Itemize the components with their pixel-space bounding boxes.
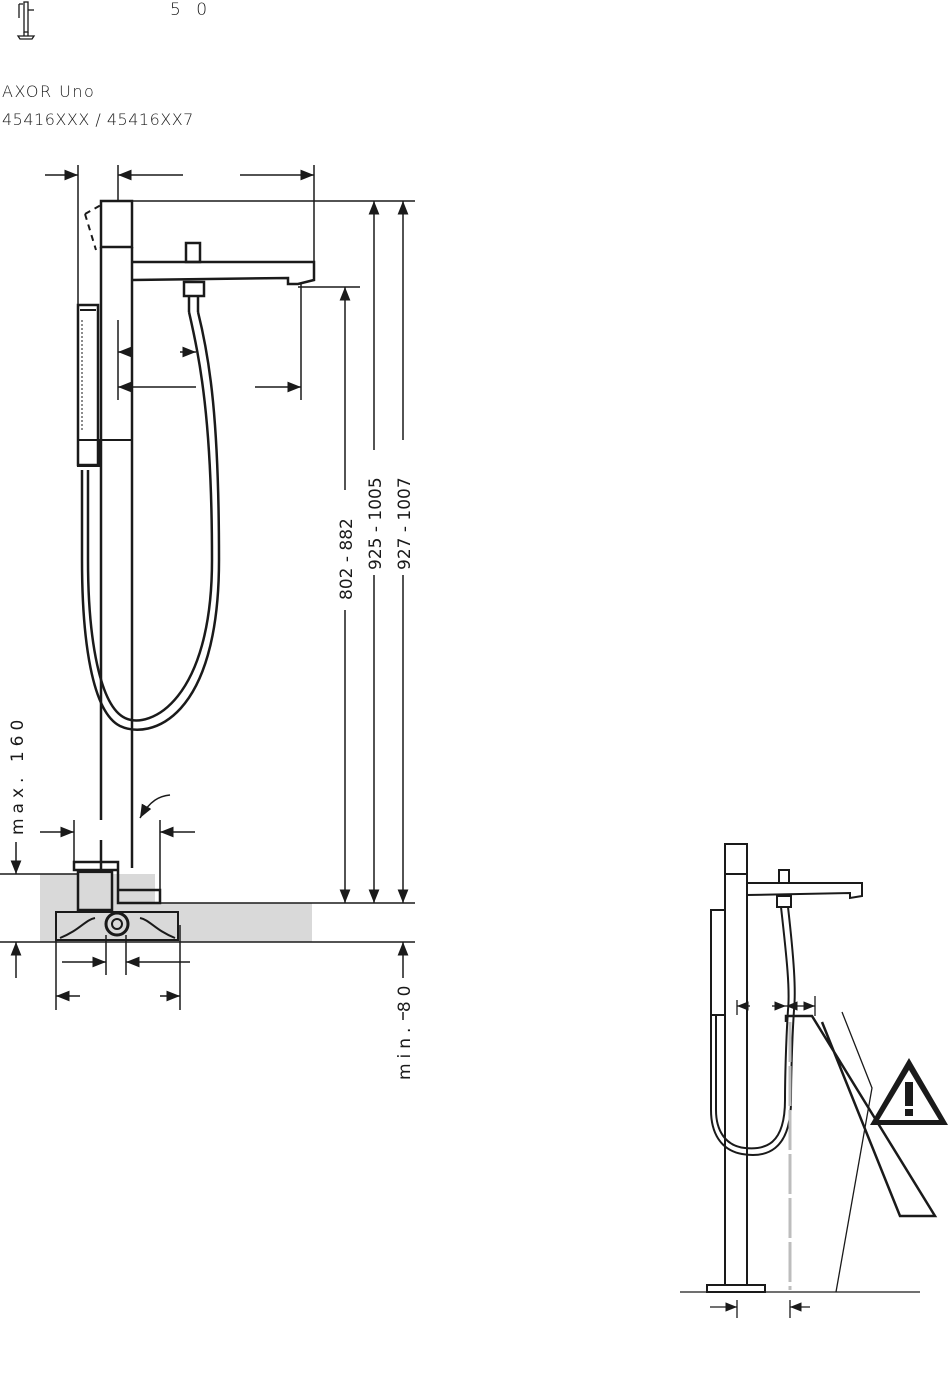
spout xyxy=(132,262,314,284)
hose xyxy=(88,312,212,720)
dim-spout-height: 802 - 882 xyxy=(337,518,357,600)
warning-triangle-icon xyxy=(870,1058,948,1125)
dim-total-height: 927 - 1007 xyxy=(395,477,415,570)
dim-mid-height: 925 - 1005 xyxy=(366,477,386,570)
dim-min-floor: min. 80 xyxy=(395,981,415,1081)
dim-max-floor: max. 160 xyxy=(8,715,28,835)
column-top xyxy=(101,201,132,247)
floor-fill-left xyxy=(40,874,155,942)
